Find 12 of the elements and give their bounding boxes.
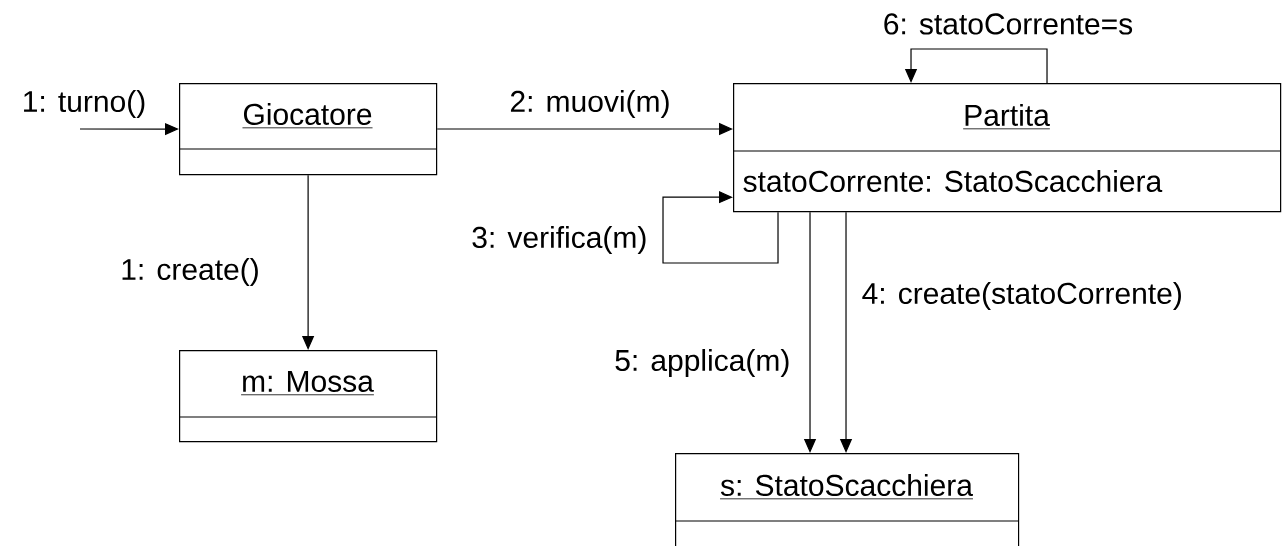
edge-label: 6: statoCorrente=s bbox=[880, 11, 1136, 37]
edge-label: 5: applica(m) bbox=[612, 347, 793, 379]
object-box: Partita statoCorrente: StatoScacchiera bbox=[732, 83, 1282, 213]
edge-label: 4: create(statoCorrente) bbox=[859, 280, 1185, 312]
object-box: s: StatoScacchiera bbox=[674, 453, 1020, 546]
object-box: m: Mossa bbox=[178, 350, 438, 443]
edge-label: 2: muovi(m) bbox=[507, 88, 673, 120]
edge-label: 3: verifica(m) bbox=[469, 224, 650, 256]
edge-label: 1: create() bbox=[118, 256, 262, 288]
arrow bbox=[662, 191, 779, 264]
object-box: Giocatore bbox=[178, 83, 438, 176]
edge-label: 1: turno() bbox=[19, 88, 149, 120]
